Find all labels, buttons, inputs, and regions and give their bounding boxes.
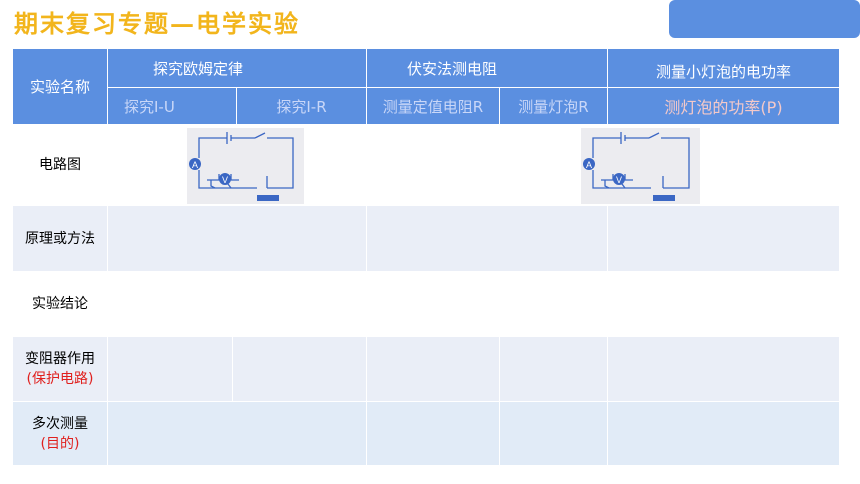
header-group-resistance: 伏安法测电阻 <box>367 49 607 87</box>
header-sub-power-text: 测灯泡的功率(P) <box>664 98 783 117</box>
header-row-label-text: 实验名称 <box>29 78 90 96</box>
header-sub-fixed-r-text: 测量定值电阻R <box>382 97 484 116</box>
header-sub-lamp-r-text: 测量灯泡R <box>518 97 589 116</box>
row-label-circuit-text: 电路图 <box>39 157 81 173</box>
header-sub-ir: 探究I-R <box>237 88 366 124</box>
header-sub-ir-text: 探究I-R <box>276 97 327 116</box>
header-divider-sub-2 <box>499 88 500 124</box>
body-divider-3 <box>607 206 608 465</box>
header-sub-iu: 探究I-U <box>108 88 236 124</box>
voltmeter-label: V <box>222 175 228 185</box>
row-label-multiple-note: (目的) <box>40 435 80 452</box>
row-multiple <box>13 402 839 465</box>
header-sub-fixed-r: 测量定值电阻R <box>367 88 499 124</box>
body-divider-2 <box>366 206 367 465</box>
circuit-diagram-power: A V <box>581 128 700 204</box>
circuit-diagram-ohm: A V <box>187 128 304 204</box>
row-label-conclusion-text: 实验结论 <box>32 296 88 312</box>
header-divider-1 <box>107 49 108 124</box>
ammeter-label-2: A <box>586 160 592 170</box>
voltmeter-label-2: V <box>616 175 622 185</box>
ammeter-label: A <box>192 160 198 170</box>
header-group-power: 测量小灯泡的电功率 <box>608 49 839 87</box>
header-divider-row <box>108 87 839 88</box>
row-label-rheostat-text: 变阻器作用 <box>25 351 95 367</box>
header-group-power-text: 测量小灯泡的电功率 <box>655 62 791 81</box>
header-sub-iu-text: 探究I-U <box>124 97 175 116</box>
header-group-resistance-text: 伏安法测电阻 <box>406 59 497 78</box>
header-sub-power: 测灯泡的功率(P) <box>608 88 839 124</box>
body-divider-row <box>13 401 839 402</box>
row-label-multiple-text: 多次测量 <box>32 415 88 432</box>
row-label-rheostat-note: (保护电路) <box>26 371 94 387</box>
header-divider-2 <box>366 49 367 124</box>
header-group-ohm: 探究欧姆定律 <box>108 49 366 87</box>
header-divider-3 <box>607 49 608 124</box>
row-label-rheostat: 变阻器作用 (保护电路) <box>13 337 107 401</box>
corner-decoration <box>669 0 860 38</box>
row-label-principle-text: 原理或方法 <box>25 230 95 247</box>
row-label-principle: 原理或方法 <box>13 206 107 271</box>
header-divider-sub-1 <box>236 88 237 124</box>
row-label-multiple: 多次测量 (目的) <box>13 402 107 465</box>
row-rheostat <box>13 337 839 401</box>
header-sub-lamp-r: 测量灯泡R <box>500 88 607 124</box>
page-title: 期末复习专题—电学实验 <box>14 9 300 38</box>
row-label-circuit: 电路图 <box>13 125 107 205</box>
body-divider-1 <box>107 206 108 465</box>
row-label-conclusion: 实验结论 <box>13 272 107 336</box>
row-principle <box>13 206 839 271</box>
body-divider-sub-1 <box>232 337 233 401</box>
header-group-ohm-text: 探究欧姆定律 <box>152 59 243 78</box>
header-row-label: 实验名称 <box>13 49 107 124</box>
